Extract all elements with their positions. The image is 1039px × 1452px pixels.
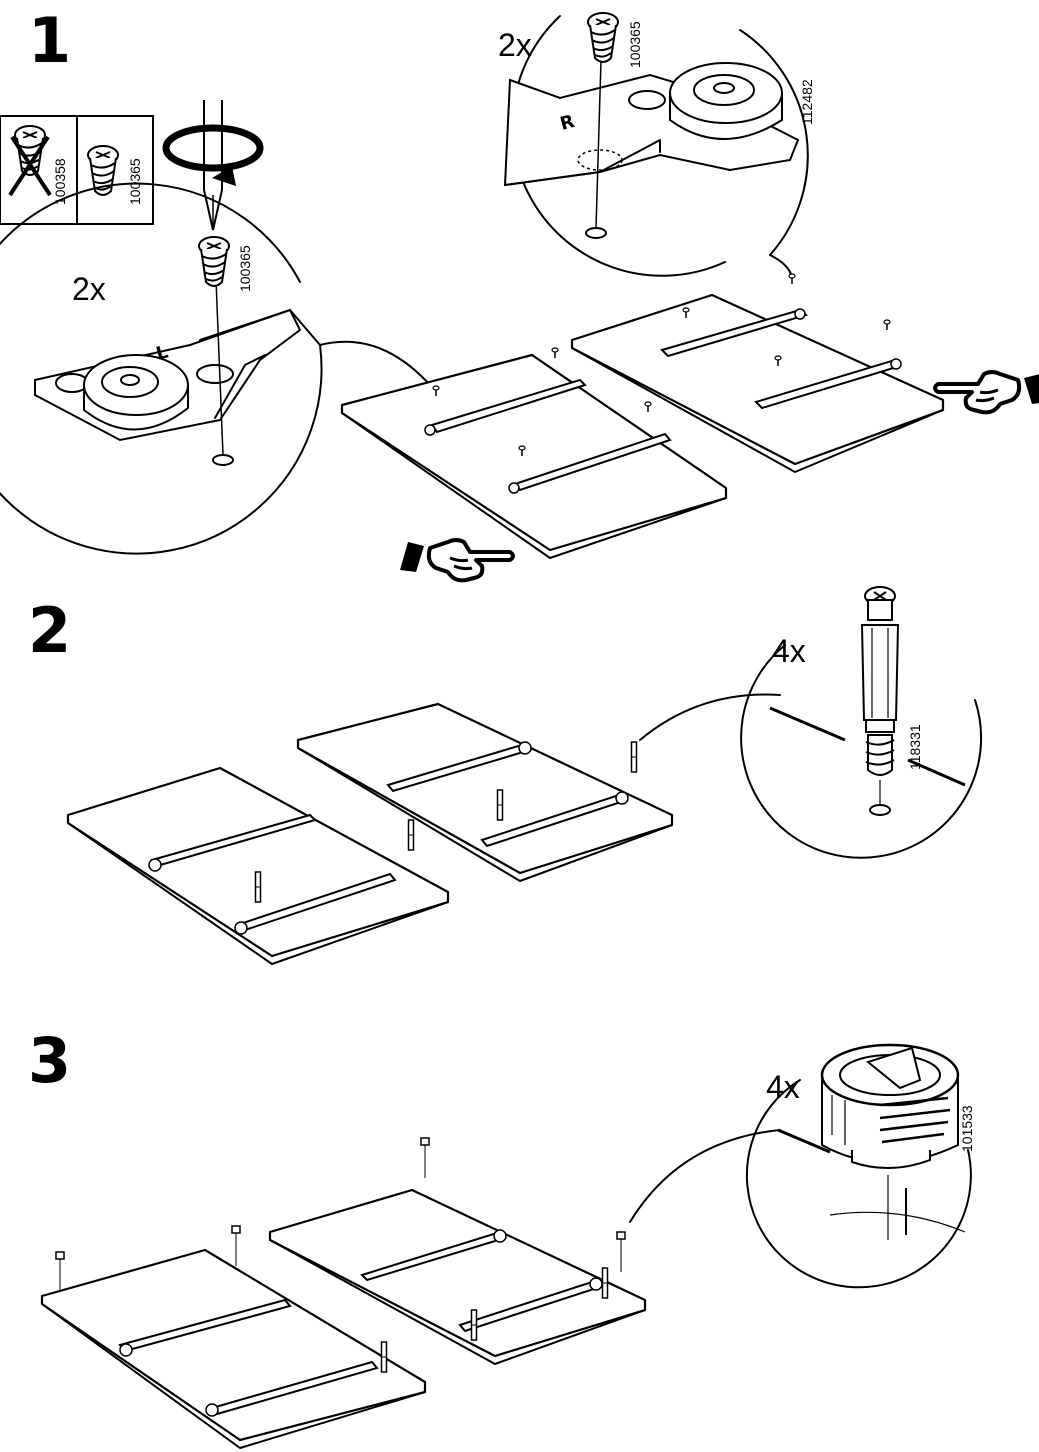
step-3-part-number: 101533 — [959, 1105, 975, 1152]
dowel-icon — [860, 586, 900, 816]
screw-legend-box: 100358 100365 — [0, 115, 154, 225]
pointing-hand-icon — [933, 370, 1039, 415]
caster-wheel-icon — [669, 62, 783, 140]
step-3-quantity: 4x — [766, 1069, 800, 1105]
screw-icon — [587, 12, 619, 63]
legend-wrong-part-number: 100358 — [52, 158, 68, 205]
left-side-letter: L — [154, 342, 171, 365]
right-side-letter: R — [558, 111, 577, 135]
crossed-screw-icon — [8, 125, 52, 197]
wheel-part-number: 112482 — [799, 79, 815, 125]
left-inset-quantity: 2x — [72, 271, 106, 307]
step-3-panel-left — [40, 1225, 427, 1449]
step-1-panel-left — [340, 347, 728, 559]
cam-lock-icon — [820, 1043, 960, 1169]
step-2-inset: 118331 4x — [639, 586, 983, 859]
legend-right-part-number: 100365 — [127, 158, 143, 205]
step-1-number: 1 — [28, 4, 71, 77]
step-3-number: 3 — [28, 1024, 71, 1097]
right-inset-part-number: 100365 — [627, 21, 643, 68]
left-inset-part-number: 100365 — [237, 245, 253, 292]
right-inset-quantity: 2x — [498, 27, 532, 63]
rotate-arrow-icon — [162, 124, 264, 186]
step-3-panel-right — [268, 1137, 647, 1365]
step-3-inset: 101533 4x — [629, 1043, 975, 1289]
step-2-quantity: 4x — [772, 633, 806, 669]
step-1-panel-right — [570, 273, 945, 473]
pointing-hand-icon — [398, 538, 515, 583]
step-2-panel-left — [66, 766, 450, 965]
caster-wheel-icon — [83, 354, 189, 431]
step-1-right-inset: R 100365 112482 2x — [498, 12, 815, 279]
step-2-part-number: 118331 — [907, 724, 923, 770]
screw-icon — [198, 236, 230, 287]
step-2-number: 2 — [28, 594, 71, 667]
step-2-panel-right — [296, 702, 674, 882]
step-1-left-inset: L 100365 2x — [0, 182, 431, 555]
